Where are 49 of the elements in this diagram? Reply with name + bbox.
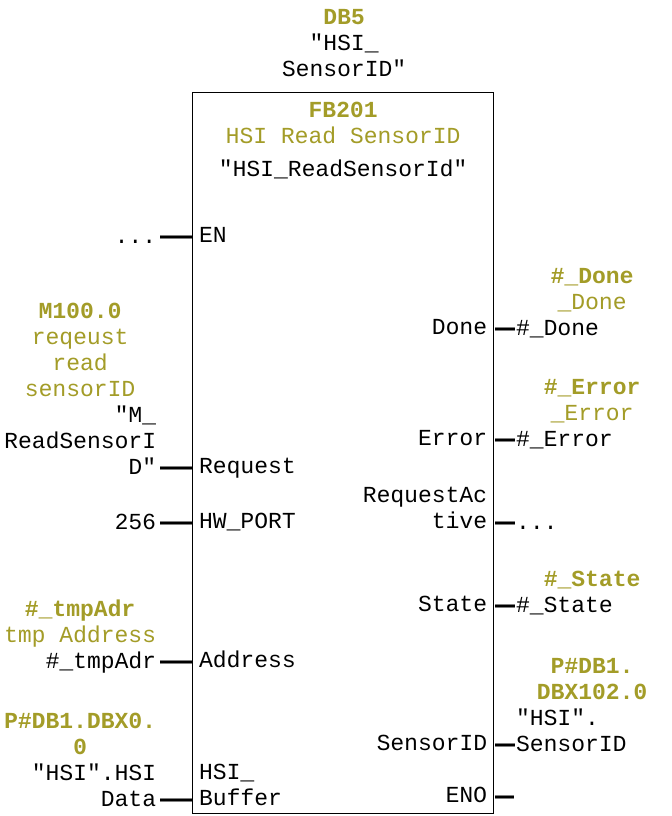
instance-symbol: "HSI_SensorID": [280, 31, 408, 83]
pin-label: Request: [199, 454, 329, 480]
connection-line: [160, 522, 192, 524]
operand-symbol: "HSI".HSI Data: [30, 761, 156, 813]
operand-symbol: #_Error: [516, 427, 614, 453]
connection-line: [495, 604, 515, 608]
operand-text: ...: [4, 224, 156, 250]
connection-line: [495, 796, 514, 798]
operand-address: M100.0: [38, 299, 122, 325]
operand-symbol: #_Done: [516, 316, 600, 342]
operand-comment: _Error: [550, 401, 634, 427]
pin-label: ENO: [357, 783, 487, 809]
operand-text: ...: [516, 510, 668, 536]
operand-address: P#DB1.DBX102.0: [536, 654, 648, 706]
operand-symbol: "M_ReadSensorID": [4, 403, 156, 481]
operand-symbol: "HSI".SensorID: [516, 706, 628, 758]
operand-address: #_Done: [550, 264, 634, 290]
operand-comment: tmp Address: [4, 623, 156, 649]
function-block: [192, 92, 494, 814]
pin-label: HW_PORT: [199, 509, 329, 535]
pin-label: Done: [357, 315, 487, 341]
block-symbol: "HSI_ReadSensorId": [218, 157, 468, 183]
instance-db-label: DB5: [322, 5, 366, 31]
operand-comment: _Done: [556, 290, 628, 316]
operand-address: P#DB1.DBX0.0: [4, 709, 156, 761]
connection-line: [495, 744, 515, 746]
block-comment: HSI Read SensorID: [224, 124, 462, 150]
pin-label: Error: [357, 426, 487, 452]
connection-line: [160, 798, 192, 802]
pin-label: EN: [199, 223, 329, 249]
connection-line: [495, 438, 515, 442]
connection-line: [495, 328, 515, 330]
connection-line: [495, 522, 515, 524]
operand-comment: reqeust read sensorID: [24, 325, 136, 403]
operand-address: #_State: [542, 567, 642, 593]
pin-label: Address: [199, 648, 329, 674]
connection-line: [160, 236, 192, 238]
block-number: FB201: [307, 98, 378, 124]
pin-label: State: [357, 592, 487, 618]
pin-label: HSI_Buffer: [199, 760, 329, 812]
operand-address: #_Error: [542, 375, 642, 401]
pin-label: SensorID: [357, 731, 487, 757]
operand-address: #_tmpAdr: [24, 597, 136, 623]
operand-symbol: #_tmpAdr: [44, 649, 156, 675]
operand-text: 256: [4, 510, 156, 536]
connection-line: [160, 660, 192, 664]
operand-symbol: #_State: [516, 593, 614, 619]
pin-label: RequestActive: [357, 483, 487, 535]
connection-line: [160, 466, 192, 470]
